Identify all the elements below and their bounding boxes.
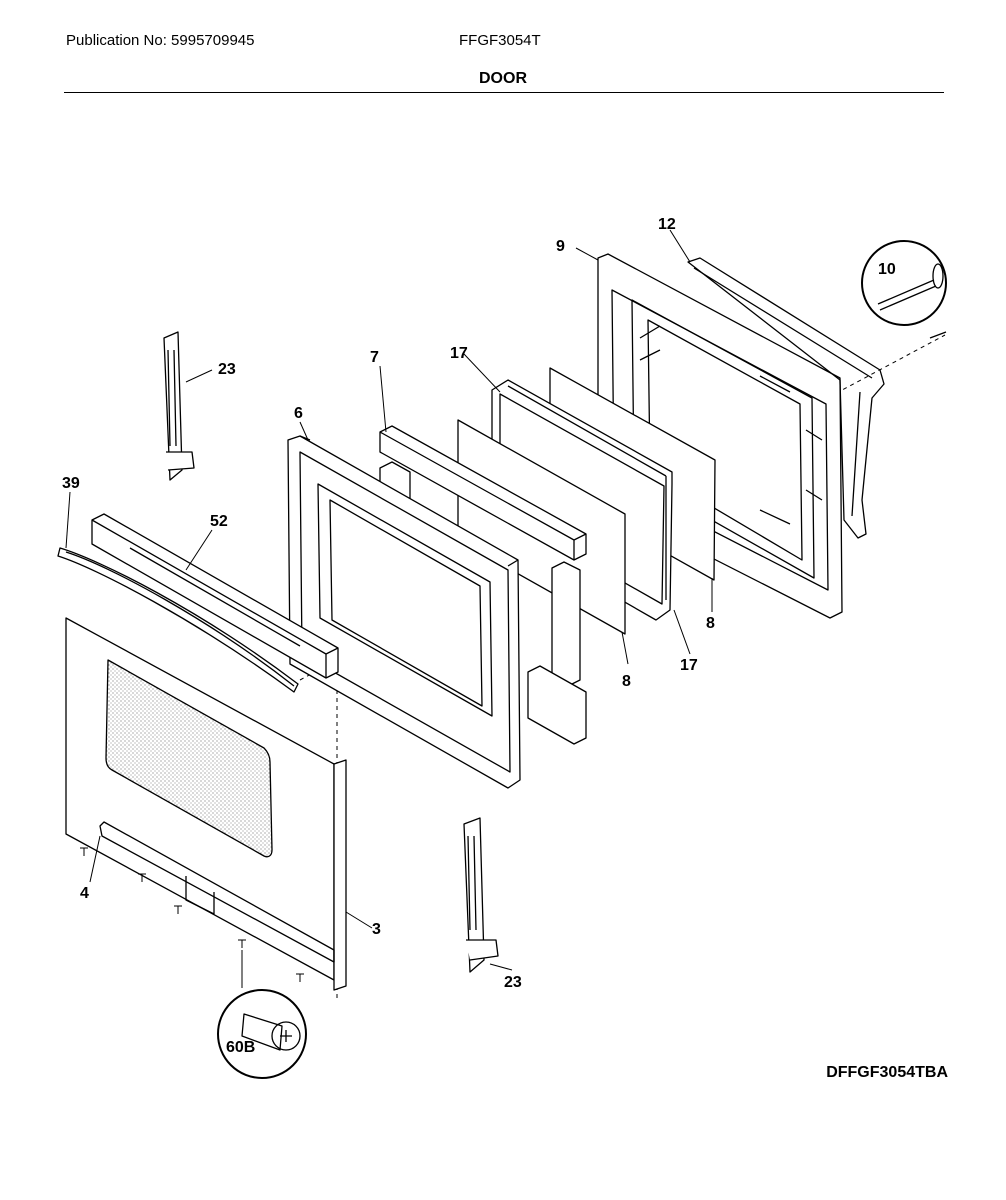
callout-17-top: 17 <box>450 345 468 362</box>
screw-detail-part-60b <box>217 950 307 1079</box>
callout-9: 9 <box>556 238 565 255</box>
door-handle-part-39 <box>57 547 299 693</box>
callout-52: 52 <box>210 513 228 530</box>
door-liner-part-6 <box>287 435 521 789</box>
callout-23-lower: 23 <box>504 974 522 991</box>
header-rule <box>64 92 944 93</box>
callout-8-left: 8 <box>622 673 631 690</box>
callout-39: 39 <box>62 475 80 492</box>
callout-12: 12 <box>658 216 676 233</box>
section-title: DOOR <box>479 70 527 87</box>
hinge-part-23-upper <box>163 331 195 481</box>
callout-7: 7 <box>370 349 379 366</box>
hinge-part-23-lower <box>463 817 499 973</box>
leader-lines <box>65 229 713 971</box>
callout-60b: 60B <box>226 1039 255 1056</box>
callout-6: 6 <box>294 405 303 422</box>
handle-trim-part-52 <box>91 513 339 679</box>
door-gasket-part-12 <box>687 257 885 539</box>
outer-door-panel-part-4 <box>65 617 335 981</box>
callout-10: 10 <box>878 261 896 278</box>
screws <box>80 847 304 982</box>
callout-8-right: 8 <box>706 615 715 632</box>
callout-4: 4 <box>80 885 89 902</box>
callout-3: 3 <box>372 921 381 938</box>
callout-23-upper: 23 <box>218 361 236 378</box>
model-number: FFGF3054T <box>459 32 541 49</box>
screw-detail-part-10 <box>861 240 947 339</box>
publication-number: Publication No: 5995709945 <box>66 32 255 49</box>
callout-17-bottom: 17 <box>680 657 698 674</box>
diagram-code: DFFGF3054TBA <box>826 1064 948 1081</box>
door-frame-part-3 <box>99 759 347 991</box>
